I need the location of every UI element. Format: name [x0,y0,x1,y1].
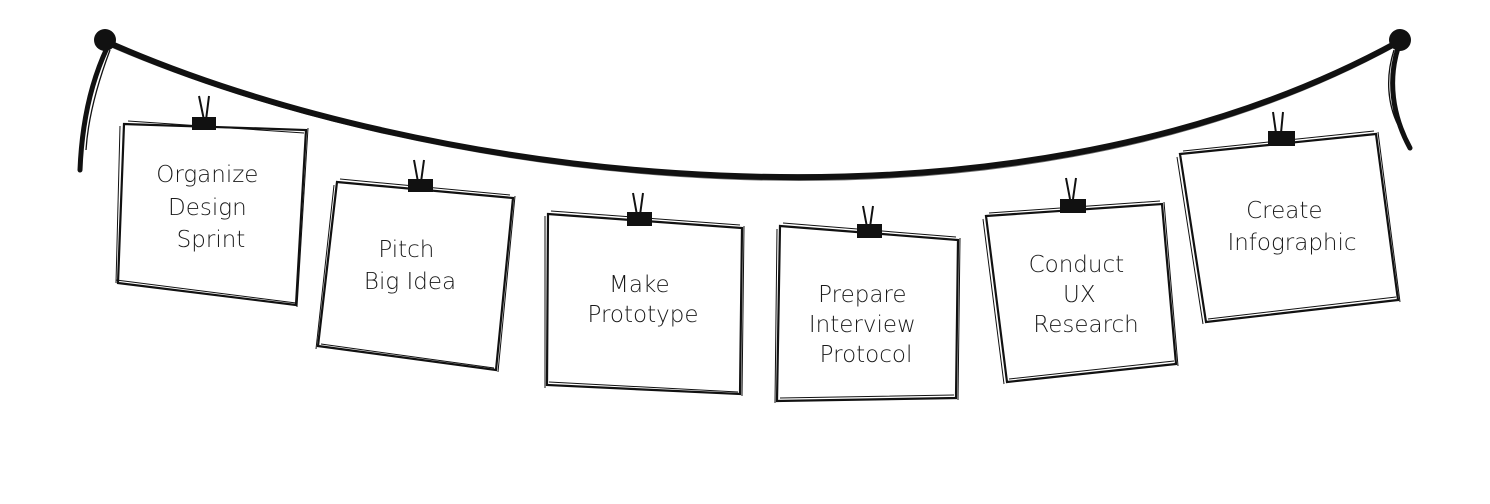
card-label-line: Make [609,272,670,298]
card-label-line: Protocol [820,342,913,368]
card-label-line: Infographic [1227,230,1356,256]
card-label-line: Organize [156,162,258,188]
rope [104,39,1401,181]
binder-clip [627,192,652,226]
card-label-line: Big Idea [364,269,456,295]
binder-clip [1060,177,1086,213]
card-label-line: Prepare [818,282,906,308]
binder-clip [192,95,216,130]
pin-right [1389,29,1411,51]
card-label-line: Pitch [378,237,434,263]
card-pitch-big-idea: Pitch Big Idea [315,159,516,373]
card-outline [984,202,1178,384]
card-outline [116,122,308,307]
rope-end-right-sketch [1388,49,1399,126]
rope-end-right [1390,45,1413,151]
rope-sketch-line [108,45,1397,181]
card-label-line: Interview [809,312,916,338]
card-organize-design-sprint: Organize Design Sprint [115,95,309,308]
card-label: Organize Design Sprint [156,162,266,253]
card-outline [545,212,744,396]
card-label: Conduct UX Research [1029,252,1139,338]
card-outline [1178,132,1400,324]
binder-clip [408,159,433,192]
card-make-prototype: Make Prototype [544,192,745,397]
card-label: Pitch Big Idea [364,237,456,295]
pin-left [94,29,116,51]
rope-end-left-sketch [85,49,111,151]
card-label: Make Prototype [588,272,699,328]
card-label-line: Sprint [177,227,246,253]
card-label-line: Research [1033,312,1139,338]
binder-clip [857,205,882,238]
card-label-line: Create [1246,198,1322,224]
card-outline [316,180,515,372]
card-create-infographic: Create Infographic [1176,111,1401,325]
binder-clip [1268,111,1295,146]
rope-end-left [77,45,110,173]
card-label-line: Prototype [588,302,699,328]
card-label-line: Conduct [1029,252,1125,278]
card-conduct-ux-research: Conduct UX Research [982,177,1179,385]
card-label-line: Design [168,195,247,221]
card-outline [775,224,960,403]
card-label: Prepare Interview Protocol [809,282,923,368]
card-label: Create Infographic [1227,198,1356,256]
card-prepare-interview-protocol: Prepare Interview Protocol [774,205,961,404]
card-label-line: UX [1063,282,1096,308]
clothesline [77,29,1413,181]
